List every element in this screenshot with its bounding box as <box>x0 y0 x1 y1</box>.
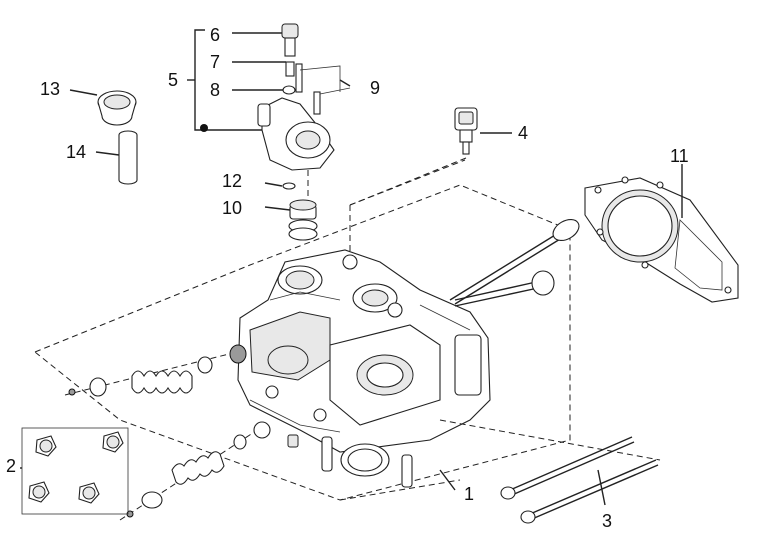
cylinder-head <box>237 249 491 453</box>
thermostat-10 <box>264 199 318 241</box>
bushing-13 <box>69 89 137 126</box>
callout-12: 12 <box>222 171 242 191</box>
callout-5: 5 <box>168 70 178 90</box>
callout-11: 11 <box>670 146 689 166</box>
callout-9: 9 <box>370 78 380 98</box>
callout-14: 14 <box>66 142 86 162</box>
exhaust-gasket-ring <box>340 443 390 477</box>
lower-valve-spring-set <box>119 421 271 521</box>
sleeve-14 <box>95 130 138 185</box>
callout-3: 3 <box>602 511 612 531</box>
callout-10: 10 <box>222 198 242 218</box>
cap-nuts-group <box>21 427 129 515</box>
temperature-sensor <box>349 107 512 206</box>
callout-4: 4 <box>518 123 528 143</box>
callout-2: 2 <box>6 456 16 476</box>
upper-valve-spring-set <box>64 344 247 397</box>
callout-8: 8 <box>210 80 220 100</box>
exhaust-valve <box>454 270 555 307</box>
intake-valve <box>449 218 580 305</box>
leader-3 <box>597 469 606 506</box>
callout-7: 7 <box>210 52 220 72</box>
thermostat-housing-group <box>187 23 351 205</box>
head-gasket <box>584 164 739 303</box>
callout-13: 13 <box>40 79 60 99</box>
dowel-pins <box>287 434 413 488</box>
o-ring-12 <box>264 182 296 190</box>
leader-1 <box>439 469 456 491</box>
pushrods <box>439 419 661 524</box>
callout-6: 6 <box>210 25 220 45</box>
callout-1: 1 <box>464 484 474 504</box>
